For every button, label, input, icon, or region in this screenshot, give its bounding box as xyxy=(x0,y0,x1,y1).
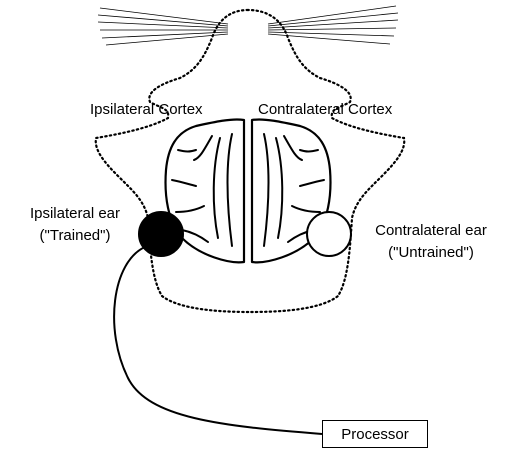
whiskers-left xyxy=(98,8,228,45)
head-outline xyxy=(96,10,405,312)
processor-label: Processor xyxy=(341,426,409,443)
contralateral-ear-label-line1: Contralateral ear xyxy=(358,222,504,240)
ipsilateral-ear-trained xyxy=(139,212,183,256)
contralateral-ear-untrained xyxy=(307,212,351,256)
ipsilateral-ear-label-line2: ("Trained") xyxy=(8,227,142,245)
whiskers-right xyxy=(268,6,398,44)
processor-box: Processor xyxy=(322,420,428,448)
contralateral-ear-label-line2: ("Untrained") xyxy=(358,244,504,262)
ipsilateral-cortex-label: Ipsilateral Cortex xyxy=(90,101,203,119)
processor-cable xyxy=(114,247,322,434)
contralateral-cortex-label: Contralateral Cortex xyxy=(258,101,392,119)
ipsilateral-ear-label-line1: Ipsilateral ear xyxy=(8,205,142,223)
